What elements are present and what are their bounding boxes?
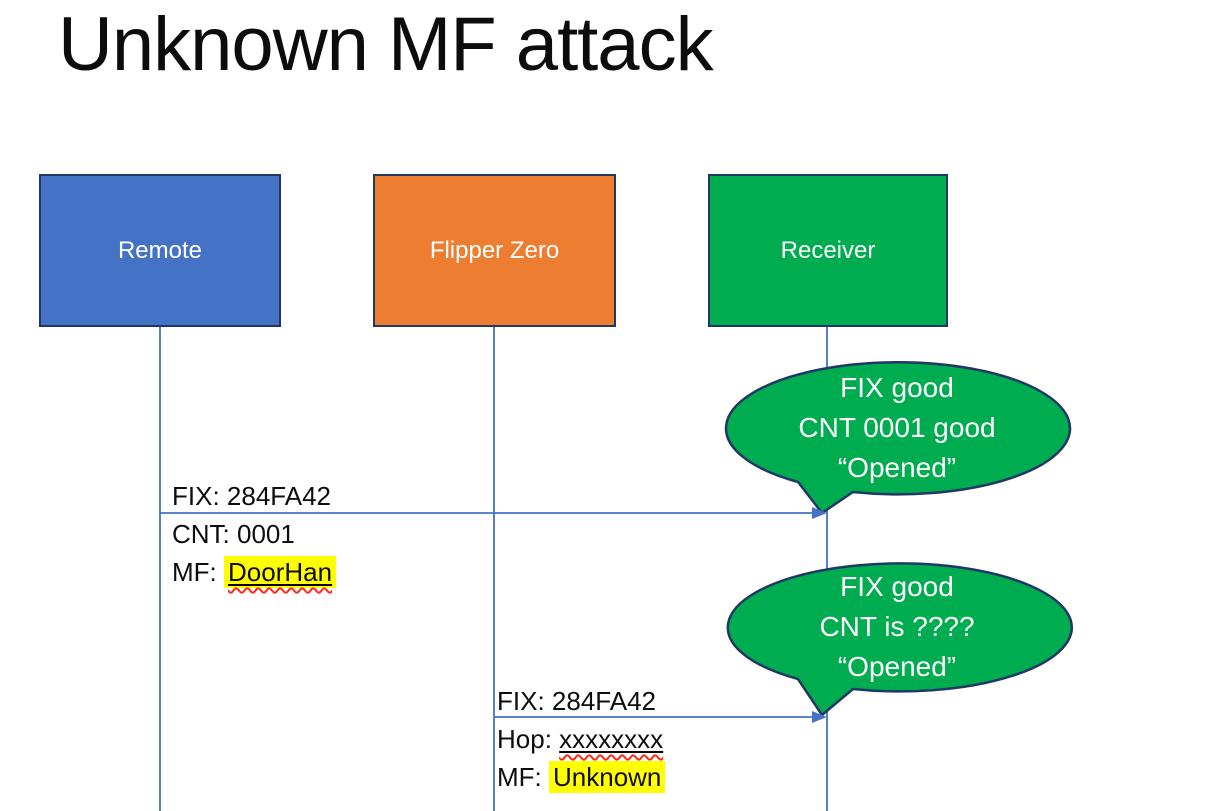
arrowhead-remote-to-receiver xyxy=(812,507,827,519)
actor-box-flipper-zero: Flipper Zero xyxy=(373,174,616,327)
mf-prefix: MF: xyxy=(172,557,224,587)
slide-title: Unknown MF attack xyxy=(58,2,714,87)
callout-line: FIX good xyxy=(840,372,954,403)
callout-bubble-1 xyxy=(724,361,1072,515)
actor-box-remote: Remote xyxy=(39,174,281,327)
callout-bubble-2 xyxy=(726,562,1074,717)
callout-line: FIX good xyxy=(840,571,954,602)
message-flipper-to-receiver: FIX: 284FA42 Hop: xxxxxxxx MF: Unknown xyxy=(497,682,666,796)
message-line-mf: MF: DoorHan xyxy=(172,553,337,591)
callout-text-1: FIX good CNT 0001 good “Opened” xyxy=(725,368,1069,488)
hop-value: xxxxxxxx xyxy=(559,724,664,754)
actor-box-receiver: Receiver xyxy=(708,174,948,327)
spellcheck-squiggle: xxxxxxxx xyxy=(559,724,663,754)
callout-line: CNT 0001 good xyxy=(798,412,996,443)
message-line-fix: FIX: 284FA42 xyxy=(497,686,656,716)
actor-label-flipper-zero: Flipper Zero xyxy=(429,236,560,264)
highlight-doorhan: DoorHan xyxy=(224,556,337,588)
message-line-cnt: CNT: 0001 xyxy=(172,519,295,549)
callout-text-2: FIX good CNT is ???? “Opened” xyxy=(725,567,1069,687)
actor-label-receiver: Receiver xyxy=(780,236,876,264)
mf-value-doorhan: DoorHan xyxy=(228,557,333,587)
mf-prefix: MF: xyxy=(497,762,549,792)
actor-label-remote: Remote xyxy=(117,236,203,264)
message-remote-to-receiver: FIX: 284FA42 CNT: 0001 MF: DoorHan xyxy=(172,477,337,591)
message-line-fix: FIX: 284FA42 xyxy=(172,481,331,511)
callout-line: “Opened” xyxy=(837,651,957,682)
callout-line: “Opened” xyxy=(837,452,957,483)
arrowhead-flipper-to-receiver xyxy=(812,711,827,723)
spellcheck-squiggle: DoorHan xyxy=(228,557,332,587)
callout-line: CNT is ???? xyxy=(819,611,975,642)
message-line-mf: MF: Unknown xyxy=(497,758,666,796)
message-line-hop: Hop: xxxxxxxx xyxy=(497,720,665,758)
hop-prefix: Hop: xyxy=(497,724,560,754)
mf-value-unknown: Unknown xyxy=(549,761,666,793)
